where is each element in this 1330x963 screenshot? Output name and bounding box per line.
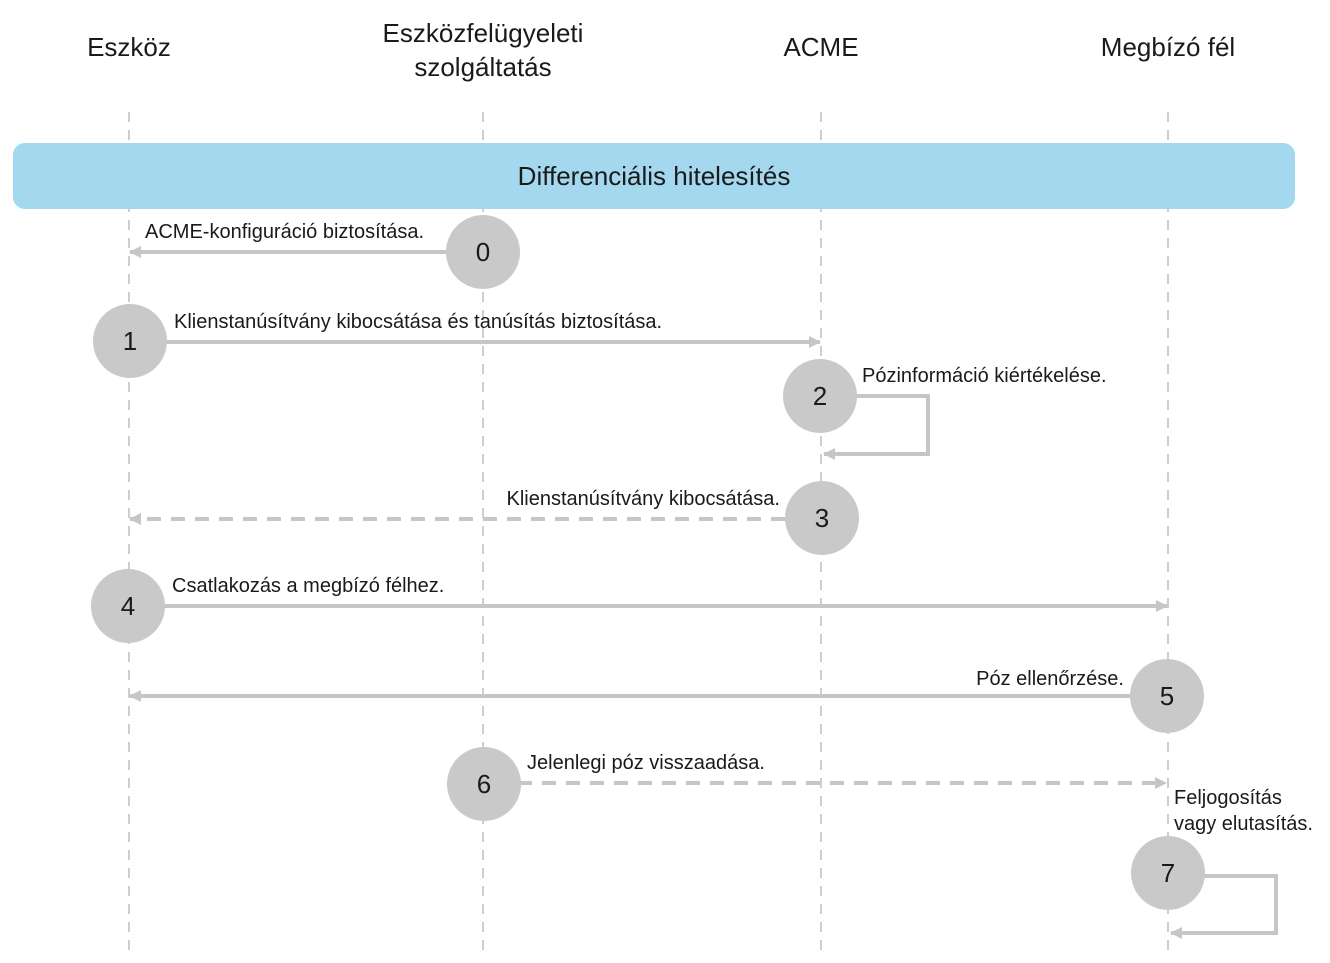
step-number-5: 5	[1160, 681, 1174, 711]
label-step-6: Jelenlegi póz visszaadása.	[527, 752, 765, 774]
label-step-5: Póz ellenőrzése.	[976, 668, 1124, 690]
label-step-1: Klienstanúsítvány kibocsátása és tanúsít…	[174, 311, 662, 333]
lane-title-device: Eszköz	[87, 32, 171, 62]
lane-title-acme: ACME	[783, 32, 858, 62]
step-circle-2	[783, 359, 857, 433]
step-circle-6	[447, 747, 521, 821]
label-step-4: Csatlakozás a megbízó félhez.	[172, 575, 444, 597]
label-step-7-line1: Feljogosítás	[1174, 787, 1282, 809]
lane-title-mdm-line2: szolgáltatás	[414, 52, 551, 82]
lane-title-mdm-line1: Eszközfelügyeleti	[383, 18, 584, 48]
step-number-7: 7	[1161, 858, 1175, 888]
step-number-3: 3	[815, 503, 829, 533]
step-number-2: 2	[813, 381, 827, 411]
step-circle-3	[785, 481, 859, 555]
lane-title-relying-party: Megbízó fél	[1101, 32, 1235, 62]
band-title: Differenciális hitelesítés	[518, 161, 791, 191]
step-circle-0	[446, 215, 520, 289]
label-step-3: Klienstanúsítvány kibocsátása.	[507, 488, 781, 510]
step-number-6: 6	[477, 769, 491, 799]
step-circle-5	[1130, 659, 1204, 733]
step-circle-1	[93, 304, 167, 378]
label-step-2: Pózinformáció kiértékelése.	[862, 365, 1107, 387]
step-number-0: 0	[476, 237, 490, 267]
arrow-step-7	[1170, 874, 1278, 939]
label-step-7-line2: vagy elutasítás.	[1174, 813, 1313, 835]
step-circle-4	[91, 569, 165, 643]
step-number-4: 4	[121, 591, 135, 621]
step-number-1: 1	[123, 326, 137, 356]
band-differential-auth	[13, 143, 1295, 209]
arrow-step-2	[823, 394, 930, 460]
step-circle-7	[1131, 836, 1205, 910]
label-step-0: ACME-konfiguráció biztosítása.	[145, 221, 424, 243]
